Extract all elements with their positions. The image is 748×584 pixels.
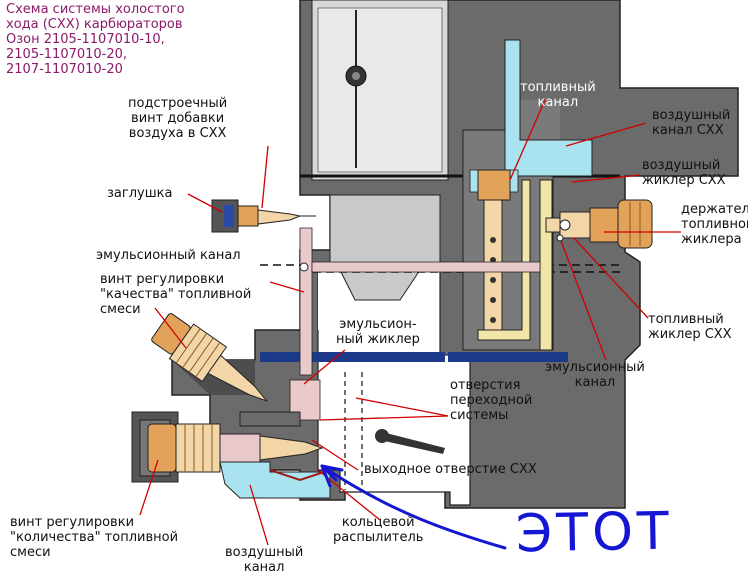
label-line: воздуха в СХХ	[128, 126, 227, 141]
label-emulsion-channel-right: эмульсионный канал	[545, 360, 645, 390]
label-line: канал	[574, 375, 616, 390]
label-line: смеси	[100, 302, 141, 317]
label-quantity-screw: винт регулировки "количества" топливной …	[10, 515, 178, 560]
label-line: распылитель	[333, 530, 424, 545]
label-transition-holes: отверстия переходной системы	[450, 378, 532, 423]
diagram-title: Схема системы холостого хода (СХХ) карбю…	[6, 2, 185, 77]
label-line: держатель	[681, 202, 748, 217]
label-air-channel-bottom: воздушный канал	[225, 545, 303, 575]
air-adjust-screw	[211, 199, 316, 233]
label-line: выходное отверстие СХХ	[364, 462, 537, 477]
label-line: подстроечный	[128, 96, 228, 111]
handwritten-annotation: ЭТОТ	[515, 501, 674, 565]
label-line: жиклер СХХ	[642, 173, 726, 188]
label-line: заглушка	[107, 186, 173, 201]
title-line: Озон 2105-1107010-10,	[6, 32, 165, 47]
label-line: эмульсионный	[545, 360, 645, 375]
carburetor-body	[171, 0, 739, 509]
label-line: эмульсион-	[339, 317, 417, 332]
label-line: "количества" топливной	[10, 530, 179, 545]
label-line: топливный	[520, 80, 596, 95]
label-line: канал	[537, 95, 579, 110]
emulsion-channel	[289, 227, 541, 421]
label-fuel-jet: топливный жиклер СХХ	[648, 312, 732, 342]
label-outlet-hole: выходное отверстие СХХ	[364, 462, 537, 477]
label-line: воздушный	[642, 158, 721, 173]
title-line: 2105-1107010-20,	[6, 47, 128, 62]
label-air-channel-top: воздушный канал СХХ	[652, 108, 730, 138]
title-line: Схема системы холостого	[6, 2, 185, 17]
label-line: топливного	[681, 217, 748, 232]
label-plug: заглушка	[107, 186, 172, 201]
label-jet-holder: держатель топливного жиклера	[681, 202, 748, 247]
label-line: винт регулировки	[100, 272, 225, 287]
label-air-adjust-screw: подстроечный винт добавки воздуха в СХХ	[128, 96, 227, 141]
leader-dots	[299, 234, 564, 272]
label-line: канал	[243, 560, 285, 575]
label-line: кольцевой	[341, 515, 415, 530]
label-line: переходной	[450, 393, 533, 408]
label-quality-screw: винт регулировки "качества" топливной см…	[100, 272, 251, 317]
label-line: жиклер СХХ	[648, 327, 732, 342]
label-line: ный жиклер	[336, 332, 420, 347]
handwritten-arrow	[320, 464, 507, 550]
label-line: канал СХХ	[652, 123, 724, 138]
label-line: системы	[450, 408, 509, 423]
jet-holder	[545, 199, 653, 249]
label-line: воздушный	[652, 108, 731, 123]
title-line: 2107-1107010-20	[6, 62, 123, 77]
label-line: винт добавки	[131, 111, 225, 126]
title-line: хода (СХХ) карбюраторов	[6, 17, 183, 32]
label-ring-sprayer: кольцевой распылитель	[333, 515, 423, 545]
label-line: смеси	[10, 545, 51, 560]
label-line: эмульсионный канал	[96, 248, 241, 263]
leader-lines	[139, 99, 681, 546]
label-line: отверстия	[450, 378, 521, 393]
label-emulsion-channel-left: эмульсионный канал	[96, 248, 241, 263]
label-line: жиклера	[681, 232, 742, 247]
label-line: воздушный	[225, 545, 304, 560]
label-emulsion-jet: эмульсион- ный жиклер	[336, 317, 420, 347]
label-line: "качества" топливной	[100, 287, 252, 302]
quality-screw	[151, 313, 269, 403]
label-line: топливный	[648, 312, 724, 327]
label-fuel-channel-top: топливный канал	[520, 80, 596, 110]
label-line: винт регулировки	[10, 515, 135, 530]
label-air-jet: воздушный жиклер СХХ	[642, 158, 726, 188]
